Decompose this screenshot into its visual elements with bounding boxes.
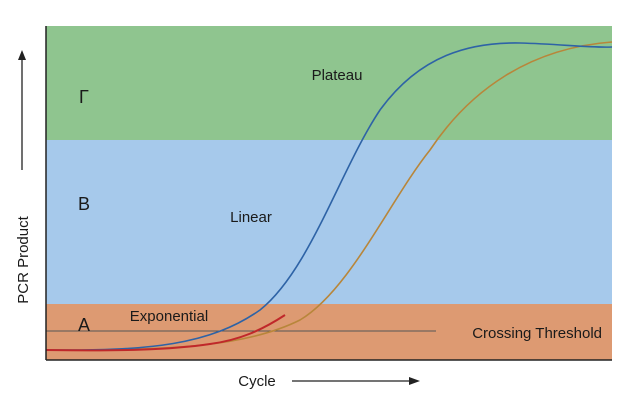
- x-axis-title: Cycle: [238, 373, 276, 390]
- x-axis-arrow-head: [409, 377, 420, 385]
- linear-band: [46, 140, 612, 304]
- exponential-label: Exponential: [130, 308, 208, 325]
- phase-marker-bottom: A: [78, 315, 90, 335]
- plateau-label: Plateau: [312, 67, 363, 84]
- plateau-band: [46, 26, 612, 140]
- y-axis-title: PCR Product: [15, 215, 32, 303]
- linear-label: Linear: [230, 209, 272, 226]
- y-axis-arrow-head: [18, 50, 26, 60]
- curve-blue: [45, 42, 613, 351]
- exponential-band: [46, 304, 612, 360]
- phase-marker-top: Γ: [79, 87, 89, 107]
- threshold-label: Crossing Threshold: [472, 325, 602, 342]
- phase-marker-middle: B: [78, 194, 90, 214]
- curve-red-low: [45, 314, 286, 352]
